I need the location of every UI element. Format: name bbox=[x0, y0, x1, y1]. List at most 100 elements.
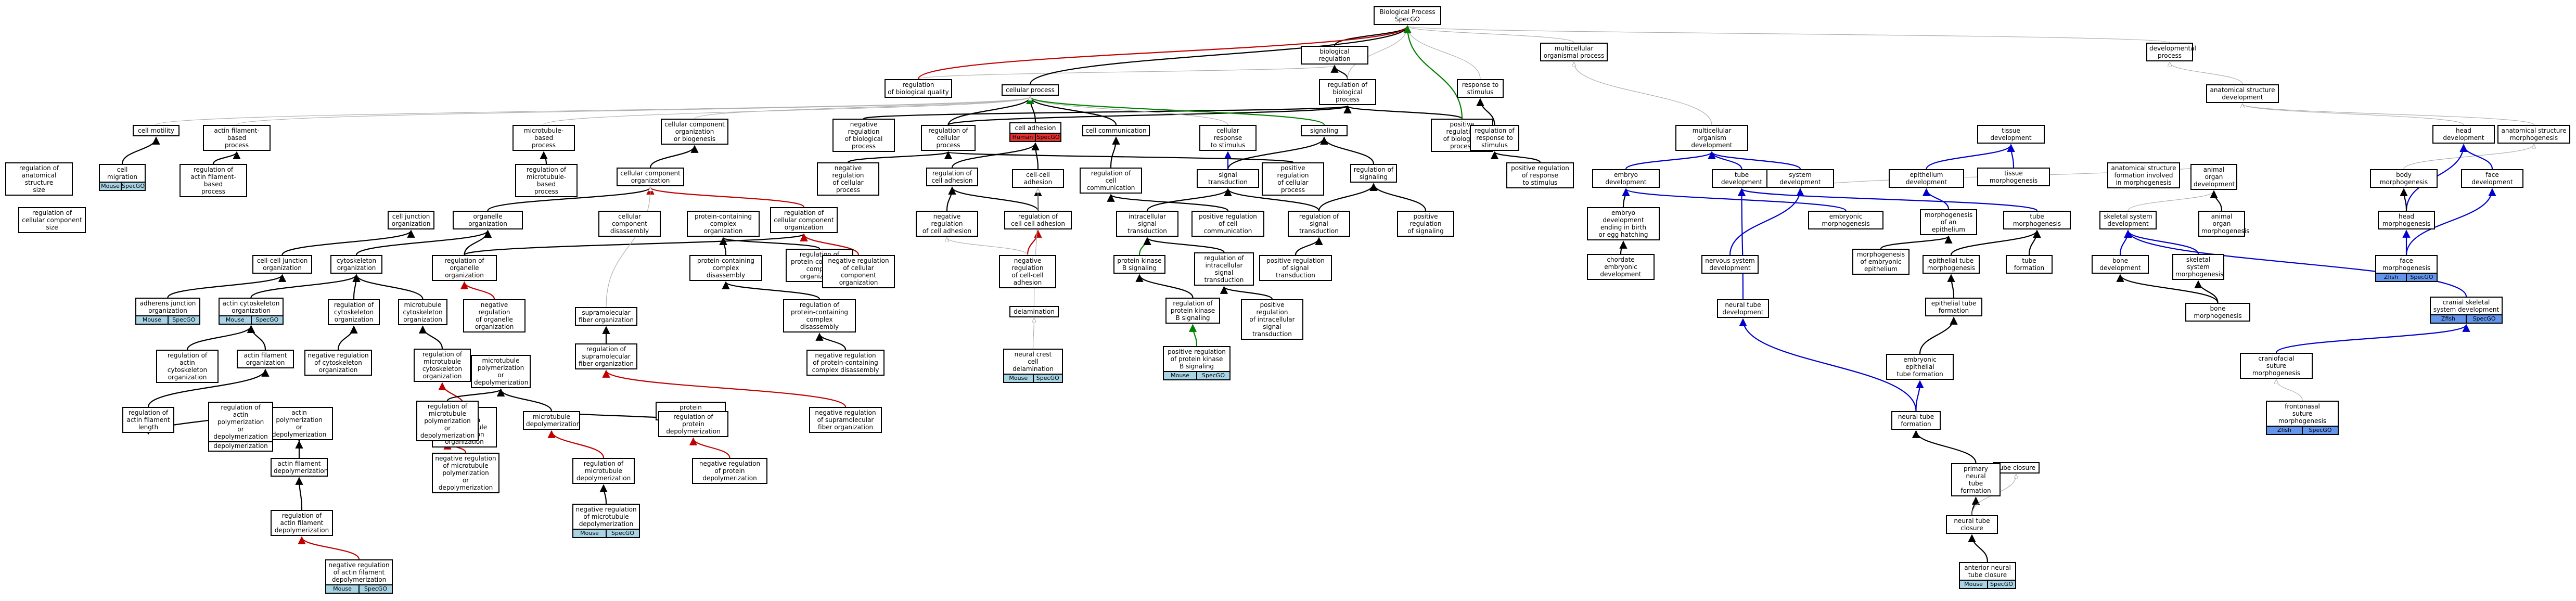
go-term-regccadh[interactable]: regulation of cell-cell adhesion bbox=[1004, 211, 1072, 229]
go-term-bodymorph[interactable]: body morphogenesis bbox=[2370, 169, 2438, 188]
go-term-mtpoly[interactable]: microtubule polymerization or depolymeri… bbox=[471, 355, 531, 388]
go-term-regpkb[interactable]: regulation of protein kinase B signaling bbox=[1165, 298, 1220, 324]
go-term-pcdis2[interactable]: protein-containing complex disassembly bbox=[689, 255, 762, 281]
go-term-skelmorph[interactable]: skeletal system morphogenesis bbox=[2172, 254, 2224, 280]
go-term-negregcadh[interactable]: negative regulation of cell adhesion bbox=[916, 211, 978, 237]
go-term-ccom[interactable]: cell communication bbox=[1082, 125, 1150, 136]
go-term-embdevbirth[interactable]: embryo development ending in birth or eg… bbox=[1587, 207, 1660, 240]
go-term-skeldev[interactable]: skeletal system development bbox=[2099, 211, 2157, 229]
go-term-regresp[interactable]: regulation of response to stimulus bbox=[1470, 125, 1519, 151]
go-term-embdev[interactable]: embryo development bbox=[1592, 169, 1660, 188]
go-term-regcp[interactable]: regulation of cellular process bbox=[921, 125, 976, 151]
go-term-regsigtrans[interactable]: regulation of signal transduction bbox=[1288, 211, 1350, 237]
go-term-regactfil[interactable]: regulation of actin filament-based proce… bbox=[180, 164, 247, 197]
go-term-regbq[interactable]: regulation of biological quality bbox=[885, 79, 952, 98]
go-term-ccorg[interactable]: cellular component organization or bioge… bbox=[661, 119, 728, 145]
go-term-regcytorg[interactable]: regulation of cytoskeleton organization bbox=[328, 299, 380, 325]
go-term-negregactfildepoly[interactable]: negative regulation of actin filament de… bbox=[325, 559, 393, 594]
go-term-negregcytorg[interactable]: negative regulation of cytoskeleton orga… bbox=[304, 350, 372, 376]
go-term-regmtpoly[interactable]: regulation of microtubule polymerization… bbox=[416, 401, 479, 441]
go-term-primtube[interactable]: primary neural tube formation bbox=[1951, 463, 2001, 496]
go-term-multi[interactable]: multicellular organismal process bbox=[1540, 43, 1608, 61]
go-term-posregresp[interactable]: positive regulation of response to stimu… bbox=[1506, 162, 1574, 188]
go-term-negregccadh[interactable]: negative regulation of cell-cell adhesio… bbox=[999, 255, 1056, 288]
go-term-regsig[interactable]: regulation of signaling bbox=[1350, 164, 1397, 183]
go-term-regcsize[interactable]: regulation of cellular component size bbox=[18, 207, 86, 233]
go-term-posregsig[interactable]: positive regulation of signaling bbox=[1397, 211, 1454, 237]
go-term-negregprotdepoly[interactable]: negative regulation of protein depolymer… bbox=[692, 458, 767, 484]
go-term-neuraltubedev[interactable]: neural tube development bbox=[1717, 299, 1769, 318]
go-term-delam[interactable]: delamination bbox=[1009, 306, 1059, 317]
go-term-regactlen[interactable]: regulation of actin filament length bbox=[122, 407, 174, 433]
go-term-negregpcdis[interactable]: negative regulation of protein-containin… bbox=[806, 350, 885, 376]
go-term-animorg[interactable]: animal organ development bbox=[2190, 164, 2237, 190]
go-term-bp[interactable]: Biological Process SpecGO bbox=[1374, 6, 1441, 25]
go-term-anatmorph[interactable]: anatomical structure morphogenesis bbox=[2497, 125, 2570, 144]
go-term-posregccom[interactable]: positive regulation of cell communicatio… bbox=[1191, 211, 1264, 237]
go-term-orgorg[interactable]: organelle organization bbox=[453, 211, 523, 229]
go-term-regccorg[interactable]: regulation of cellular component organiz… bbox=[770, 207, 838, 233]
go-term-facedev[interactable]: face development bbox=[2461, 169, 2523, 188]
go-term-regorgorg[interactable]: regulation of organelle organization bbox=[432, 255, 497, 281]
go-term-crespst[interactable]: cellular response to stimulus bbox=[1199, 125, 1257, 151]
go-term-sig[interactable]: signaling bbox=[1301, 125, 1348, 136]
go-term-negregmtpoly[interactable]: negative regulation of microtubule polym… bbox=[432, 453, 499, 493]
go-term-ccdis[interactable]: cellular component disassembly bbox=[598, 211, 661, 237]
go-term-mtcytorg[interactable]: microtubule cytoskeleton organization bbox=[398, 299, 447, 325]
go-term-regmtbp[interactable]: regulation of microtubule-based process bbox=[515, 164, 578, 197]
go-term-actfil[interactable]: actin filament-based process bbox=[203, 125, 271, 151]
go-term-regbp[interactable]: regulation of biological process bbox=[1319, 79, 1376, 105]
go-term-neuraltubeform[interactable]: neural tube formation bbox=[1891, 411, 1941, 430]
go-term-headdev[interactable]: head development bbox=[2432, 125, 2495, 144]
go-term-negregcp[interactable]: negative regulation of cellular process bbox=[817, 162, 879, 196]
go-term-cmot[interactable]: cell motility bbox=[133, 125, 180, 136]
go-term-actfilorg[interactable]: actin filament organization bbox=[237, 350, 294, 368]
go-term-posregpkb[interactable]: positive regulation of protein kinase B … bbox=[1163, 346, 1231, 380]
go-term-pcdis[interactable]: protein-containing complex organization bbox=[687, 211, 760, 237]
go-term-regccom[interactable]: regulation of cell communication bbox=[1080, 168, 1142, 194]
go-term-animorgmorph[interactable]: animal organ morphogenesis bbox=[2198, 211, 2249, 237]
go-term-sysdev[interactable]: system development bbox=[1766, 169, 1834, 188]
go-term-regsuprafib[interactable]: regulation of supramolecular fiber organ… bbox=[575, 343, 637, 369]
go-term-regpcdis[interactable]: regulation of protein-containing complex… bbox=[783, 299, 856, 333]
go-term-bonedev[interactable]: bone development bbox=[2092, 255, 2149, 274]
go-term-negregccorg[interactable]: negative regulation of cellular componen… bbox=[822, 255, 895, 288]
go-term-anatdev[interactable]: anatomical structure development bbox=[2206, 84, 2279, 103]
go-term-actfildepoly[interactable]: actin filament depolymerization bbox=[271, 458, 328, 477]
go-term-tissuedev[interactable]: tissue development bbox=[1977, 125, 2045, 144]
go-term-morphembepi[interactable]: morphogenesis of embryonic epithelium bbox=[1852, 249, 1909, 275]
go-term-breg[interactable]: biological regulation bbox=[1301, 46, 1368, 65]
go-term-regmtdepoly[interactable]: regulation of microtubule depolymerizati… bbox=[572, 458, 635, 484]
go-term-pkb[interactable]: protein kinase B signaling bbox=[1113, 255, 1165, 274]
go-term-cranio[interactable]: craniofacial suture morphogenesis bbox=[2240, 353, 2313, 379]
go-term-morphepi[interactable]: morphogenesis of an epithelium bbox=[1920, 209, 1977, 235]
go-term-epitubemorph[interactable]: epithelial tube morphogenesis bbox=[1923, 255, 1980, 274]
go-term-bonemorph[interactable]: bone morphogenesis bbox=[2185, 303, 2250, 322]
go-term-negregmtdepoly[interactable]: negative regulation of microtubule depol… bbox=[572, 504, 640, 538]
go-term-ccadh[interactable]: cell-cell adhesion bbox=[1012, 169, 1064, 188]
go-term-ccorg2[interactable]: cellular component organization bbox=[617, 168, 684, 186]
go-term-reganat[interactable]: regulation of anatomical structure size bbox=[5, 162, 73, 196]
go-term-cellp[interactable]: cellular process bbox=[1002, 84, 1059, 96]
go-term-posregsigtrans[interactable]: positive regulation of signal transducti… bbox=[1259, 255, 1332, 281]
go-term-tissmorph[interactable]: tissue morphogenesis bbox=[1977, 168, 2050, 186]
go-term-negregsuprafib[interactable]: negative regulation of supramolecular fi… bbox=[809, 407, 882, 433]
go-term-cjorg2[interactable]: cell-cell junction organization bbox=[252, 255, 312, 274]
go-term-chordate[interactable]: chordate embryonic development bbox=[1587, 254, 1655, 280]
go-term-tubeclosure[interactable]: tube closure bbox=[1993, 462, 2040, 474]
go-term-regactfildepoly[interactable]: regulation of actin filament depolymeriz… bbox=[271, 510, 333, 536]
go-term-headmorph[interactable]: head morphogenesis bbox=[2378, 211, 2435, 229]
go-term-epitubeform[interactable]: epithelial tube formation bbox=[1925, 298, 1982, 316]
go-term-epidev[interactable]: epithelium development bbox=[1889, 169, 1964, 188]
go-term-sigtrans[interactable]: signal transduction bbox=[1197, 169, 1259, 188]
go-term-suprafib[interactable]: supramolecular fiber organization bbox=[575, 307, 637, 326]
go-term-embmorph[interactable]: embryonic morphogenesis bbox=[1808, 211, 1883, 229]
go-term-mcorgdev[interactable]: multicellular organism development bbox=[1675, 125, 1748, 151]
go-term-resp[interactable]: response to stimulus bbox=[1457, 79, 1504, 98]
go-term-negregorgorg[interactable]: negative regulation of organelle organiz… bbox=[463, 299, 526, 333]
